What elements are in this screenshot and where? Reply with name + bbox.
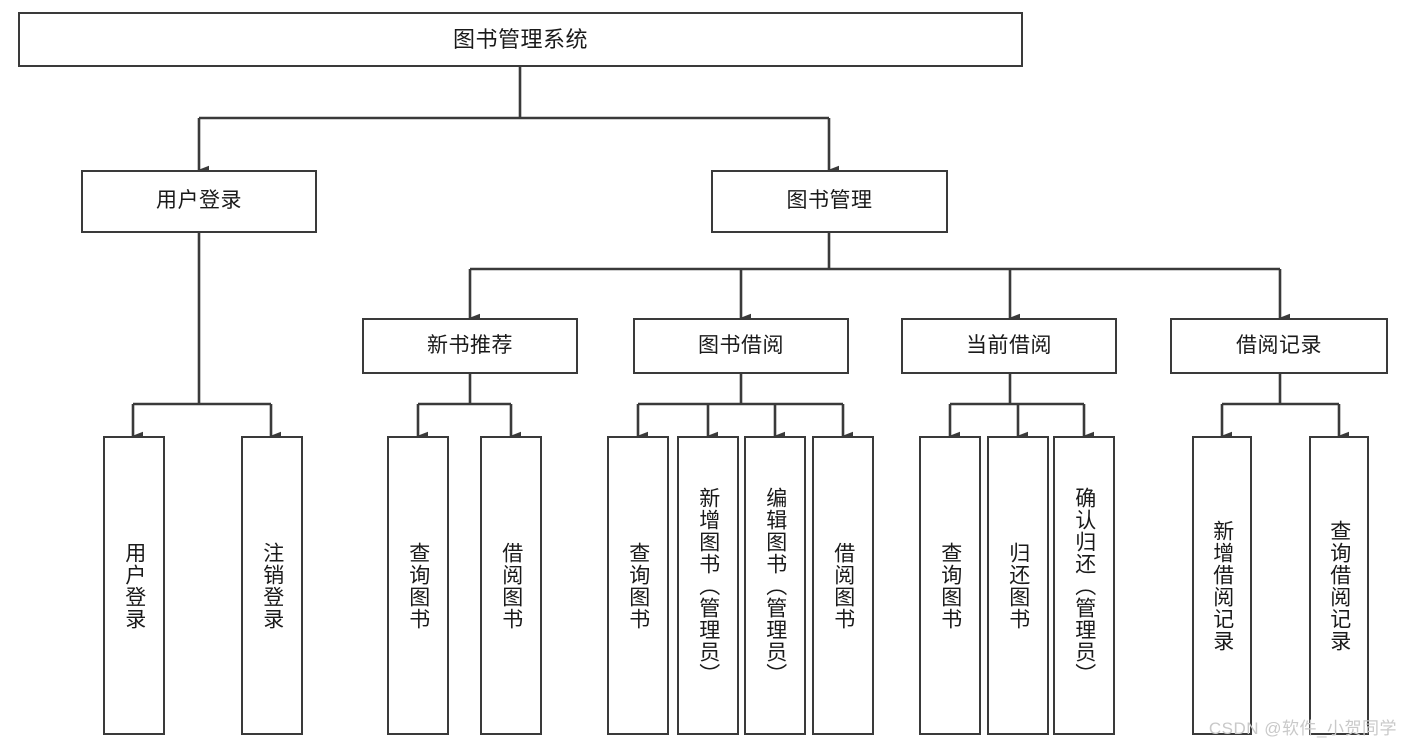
node-leaf-confirm-return[interactable]: 确认归还（管理员） [1053, 436, 1115, 735]
node-book-borrow[interactable]: 图书借阅 [633, 318, 849, 374]
node-leaf-query-book-rec-label: 查询图书 [406, 541, 430, 630]
root-node-label: 图书管理系统 [452, 26, 588, 52]
node-user-login-label: 用户登录 [156, 189, 242, 213]
node-leaf-query-record-label: 查询借阅记录 [1327, 519, 1351, 652]
node-leaf-add-book-label: 新增图书（管理员） [696, 486, 720, 685]
node-leaf-borrow-book-label: 借阅图书 [831, 541, 855, 630]
node-leaf-logout-label: 注销登录 [260, 541, 284, 630]
node-leaf-confirm-return-label: 确认归还（管理员） [1072, 486, 1096, 685]
node-current-borrow[interactable]: 当前借阅 [901, 318, 1117, 374]
node-borrow-record-label: 借阅记录 [1236, 333, 1322, 357]
node-leaf-query-book-cur-label: 查询图书 [938, 541, 962, 630]
node-book-manage-label: 图书管理 [786, 189, 873, 213]
root-node[interactable]: 图书管理系统 [18, 12, 1023, 67]
node-leaf-edit-book-label: 编辑图书（管理员） [763, 486, 787, 685]
node-leaf-user-login-label: 用户登录 [122, 541, 146, 630]
node-user-login[interactable]: 用户登录 [81, 170, 317, 233]
node-leaf-query-record[interactable]: 查询借阅记录 [1309, 436, 1369, 735]
csdn-watermark: CSDN @软件_小贺同学 [1208, 719, 1397, 738]
node-new-book-recommend-label: 新书推荐 [427, 333, 513, 357]
node-leaf-return-book-label: 归还图书 [1006, 541, 1030, 630]
node-leaf-query-book-borrow[interactable]: 查询图书 [607, 436, 669, 735]
node-leaf-return-book[interactable]: 归还图书 [987, 436, 1049, 735]
node-new-book-recommend[interactable]: 新书推荐 [362, 318, 578, 374]
node-book-manage[interactable]: 图书管理 [711, 170, 948, 233]
node-leaf-add-record[interactable]: 新增借阅记录 [1192, 436, 1252, 735]
node-leaf-user-login[interactable]: 用户登录 [103, 436, 165, 735]
node-current-borrow-label: 当前借阅 [966, 333, 1052, 357]
node-leaf-query-book-rec[interactable]: 查询图书 [387, 436, 449, 735]
node-leaf-query-book-borrow-label: 查询图书 [626, 541, 650, 630]
node-borrow-record[interactable]: 借阅记录 [1170, 318, 1388, 374]
node-leaf-add-record-label: 新增借阅记录 [1210, 519, 1234, 652]
node-leaf-add-book[interactable]: 新增图书（管理员） [677, 436, 739, 735]
node-leaf-logout[interactable]: 注销登录 [241, 436, 303, 735]
node-leaf-query-book-cur[interactable]: 查询图书 [919, 436, 981, 735]
node-book-borrow-label: 图书借阅 [698, 333, 784, 357]
node-leaf-edit-book[interactable]: 编辑图书（管理员） [744, 436, 806, 735]
node-leaf-borrow-book-rec[interactable]: 借阅图书 [480, 436, 542, 735]
node-leaf-borrow-book[interactable]: 借阅图书 [812, 436, 874, 735]
node-leaf-borrow-book-rec-label: 借阅图书 [499, 541, 523, 630]
